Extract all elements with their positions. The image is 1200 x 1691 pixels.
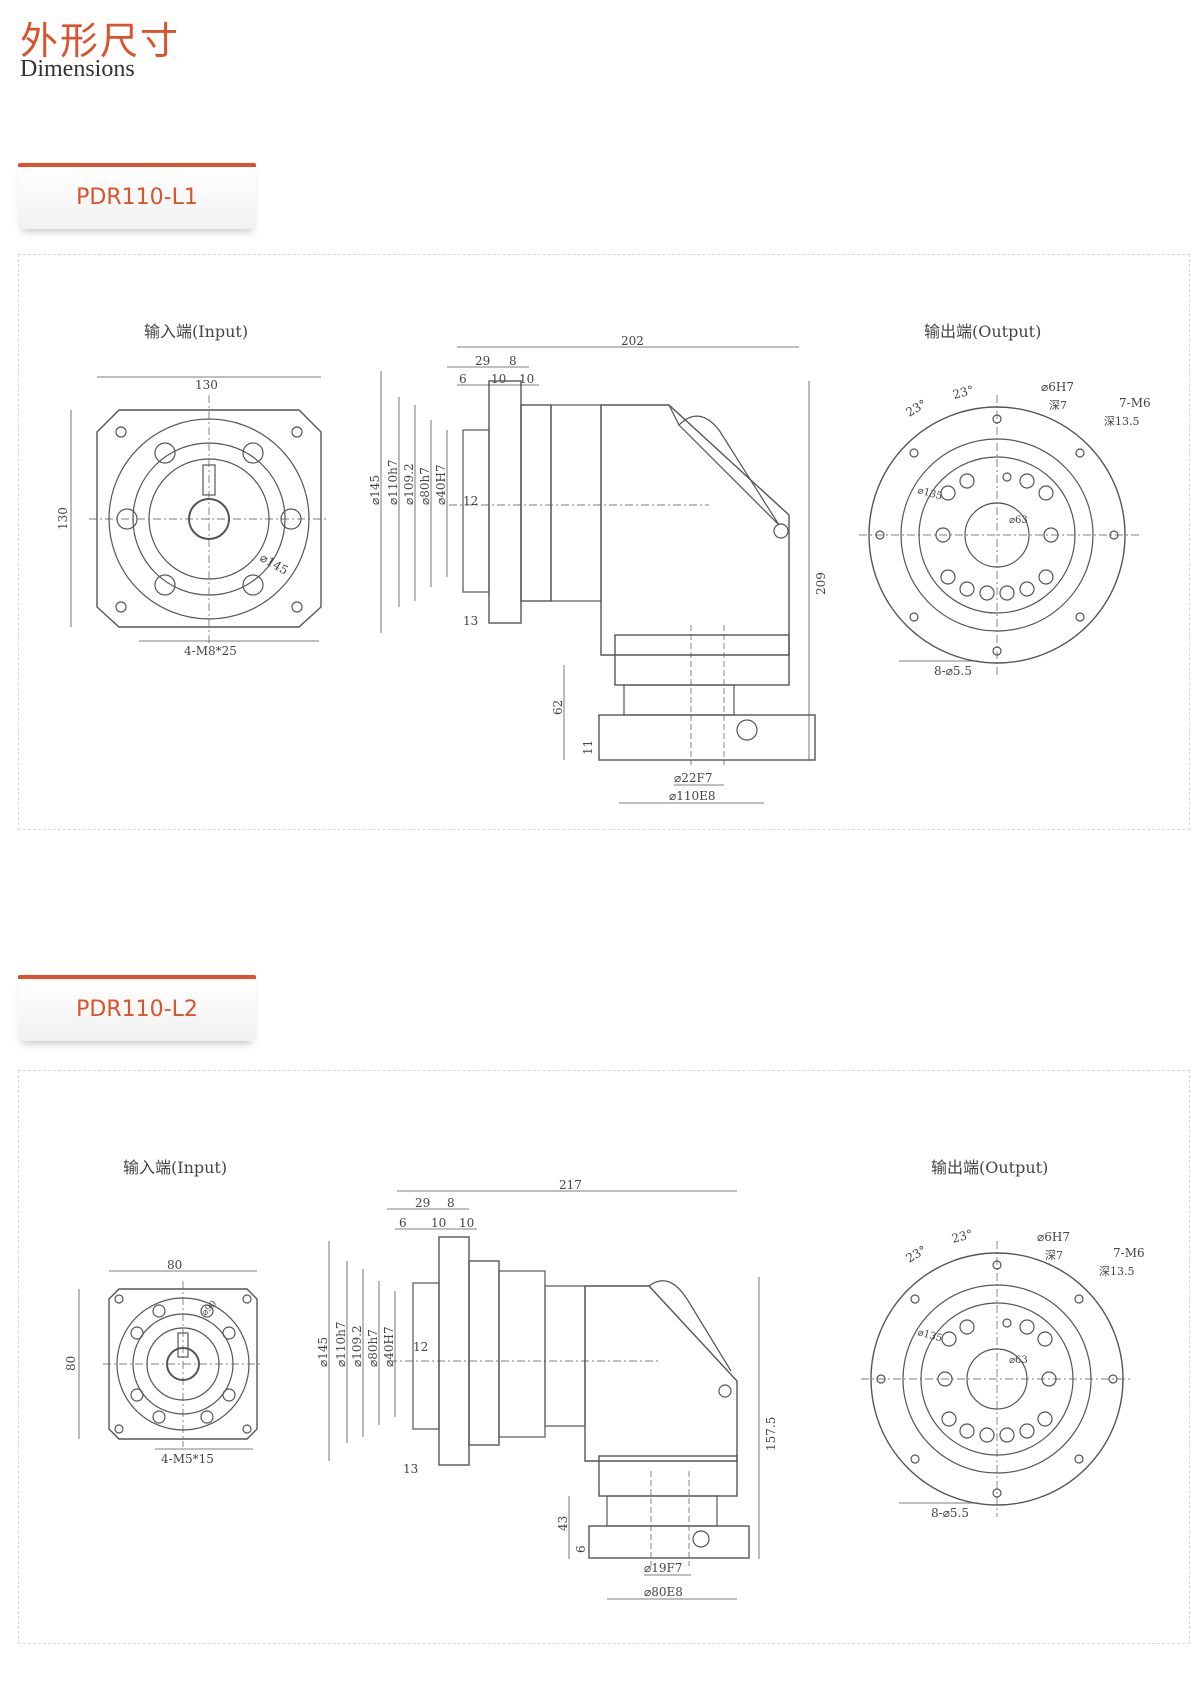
dia-110h7: ⌀110h7: [334, 1322, 348, 1368]
dim-6: 6: [459, 372, 467, 386]
dim-10a: 10: [431, 1216, 446, 1230]
pin-dia: ⌀6H7: [1037, 1230, 1070, 1244]
total-length-dim: 217: [559, 1178, 582, 1192]
input-pcd-dim: ⌀90: [200, 1299, 219, 1318]
total-length-dim: 202: [621, 334, 644, 348]
section-tab-l2: PDR110-L2: [18, 975, 256, 1041]
pin-depth: 深7: [1045, 1249, 1063, 1262]
holes-dim: 8-⌀5.5: [934, 664, 972, 678]
input-height-dim: 80: [64, 1356, 78, 1371]
holes-dim: 8-⌀5.5: [931, 1506, 969, 1520]
tap-size: 7-M6: [1113, 1246, 1145, 1260]
section-tab-label: PDR110-L1: [76, 185, 198, 210]
section-tab-label: PDR110-L2: [76, 997, 198, 1022]
dia-145: ⌀145: [368, 475, 382, 505]
tap-depth: 深13.5: [1099, 1265, 1135, 1278]
tap-size: 7-M6: [1119, 396, 1151, 410]
tap-depth: 深13.5: [1104, 415, 1140, 428]
dim-8: 8: [509, 354, 517, 368]
angle-1: 23°: [904, 1243, 929, 1266]
dia-109: ⌀109.2: [350, 1325, 364, 1367]
side-view: 202 29 8 6 10 10: [368, 334, 828, 804]
angle-2: 23°: [950, 1227, 974, 1246]
input-width-dim: 130: [195, 378, 218, 392]
pilot-dia: ⌀110E8: [669, 789, 716, 803]
input-label: 输入端(Input): [144, 322, 248, 341]
output-label: 输出端(Output): [924, 322, 1041, 341]
pcd-inner: ⌀63: [1009, 515, 1028, 526]
input-bolts-dim: 4-M5*15: [161, 1452, 214, 1466]
angle-2: 23°: [951, 383, 975, 402]
section-tab-l1: PDR110-L1: [18, 163, 256, 229]
dim-13: 13: [403, 1462, 418, 1476]
dia-109: ⌀109.2: [402, 463, 416, 505]
dia-80h7: ⌀80h7: [366, 1329, 380, 1367]
output-view: ⌀6H7 深7 7-M6 深13.5 23° 23° ⌀135 ⌀63 8-⌀5…: [861, 1227, 1145, 1520]
page-title-en: Dimensions: [20, 56, 135, 82]
dim-62: 43: [556, 1516, 570, 1531]
dim-12: 12: [413, 1340, 428, 1354]
input-bolts-dim: 4-M8*25: [184, 644, 237, 658]
angle-1: 23°: [904, 397, 929, 420]
dim-11: 11: [581, 740, 595, 755]
pin-depth: 深7: [1049, 399, 1067, 412]
drawing-panel-l2: 输入端(Input) 输出端(Output) 80 80 ⌀90 4-M5*15: [18, 1070, 1190, 1644]
dim-6: 6: [399, 1216, 407, 1230]
dia-40h7: ⌀40H7: [382, 1326, 396, 1367]
page-title-cn: 外形尺寸: [20, 19, 181, 63]
dim-8: 8: [447, 1196, 455, 1210]
pcd-outer: ⌀135: [916, 485, 943, 502]
pin-dia: ⌀6H7: [1041, 380, 1074, 394]
input-view: 130 130 ⌀145 4-M8*25: [56, 376, 329, 658]
dim-11: 6: [574, 1545, 588, 1553]
drawing-l2: 输入端(Input) 输出端(Output) 80 80 ⌀90 4-M5*15: [64, 1158, 1145, 1600]
dia-110h7: ⌀110h7: [386, 460, 400, 506]
height-dim: 209: [814, 572, 828, 595]
dim-29: 29: [415, 1196, 430, 1210]
dim-29: 29: [475, 354, 490, 368]
dim-10a: 10: [491, 372, 506, 386]
dim-10b: 10: [459, 1216, 474, 1230]
drawing-panel-l1: 输入端(Input) 输出端(Output) 130 130 ⌀145 4-M8…: [18, 254, 1190, 830]
dim-62: 62: [551, 700, 565, 715]
side-view: 217 29 8 6 10 10: [316, 1178, 778, 1600]
input-label: 输入端(Input): [123, 1158, 227, 1177]
output-label: 输出端(Output): [931, 1158, 1048, 1177]
input-view: 80 80 ⌀90 4-M5*15: [64, 1258, 263, 1466]
input-width-dim: 80: [167, 1258, 182, 1272]
input-height-dim: 130: [56, 507, 70, 530]
dia-40h7: ⌀40H7: [434, 464, 448, 505]
output-view: ⌀6H7 深7 7-M6 深13.5 23° 23° ⌀135 ⌀63 8-⌀5…: [859, 380, 1151, 678]
pcd-inner: ⌀63: [1009, 1355, 1028, 1366]
dim-12: 12: [463, 494, 478, 508]
dia-80h7: ⌀80h7: [418, 467, 432, 505]
height-dim: 157.5: [764, 1417, 778, 1451]
pilot-dia: ⌀80E8: [644, 1585, 683, 1599]
shaft-dia: ⌀22F7: [674, 771, 712, 785]
dim-10b: 10: [519, 372, 534, 386]
drawing-l1: 输入端(Input) 输出端(Output) 130 130 ⌀145 4-M8…: [56, 322, 1151, 804]
shaft-dia: ⌀19F7: [644, 1561, 682, 1575]
dim-13: 13: [463, 614, 478, 628]
dia-145: ⌀145: [316, 1337, 330, 1367]
